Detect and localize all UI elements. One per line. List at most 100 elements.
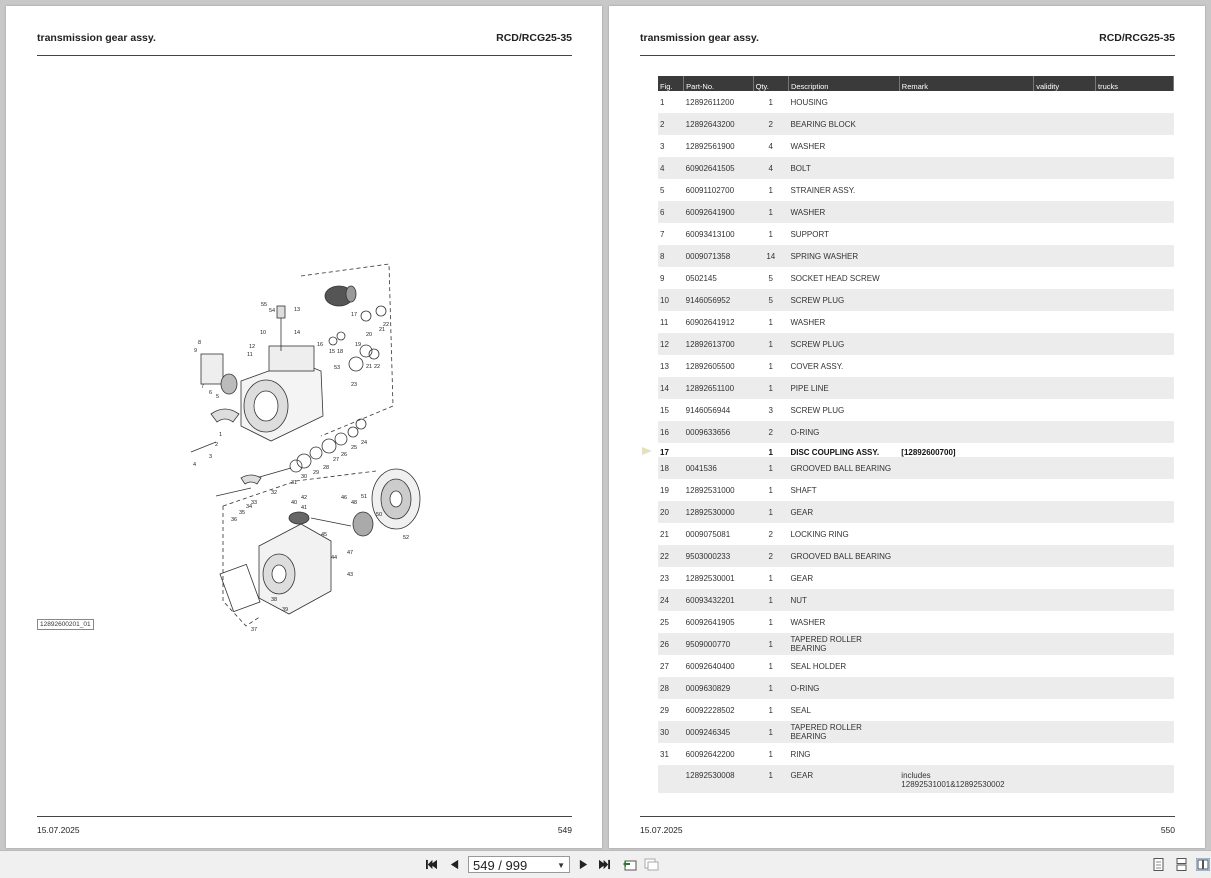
cell-trk bbox=[1095, 743, 1173, 765]
cell-val bbox=[1034, 523, 1096, 545]
cell-trk bbox=[1095, 113, 1174, 135]
svg-text:30: 30 bbox=[301, 474, 307, 480]
cell-trk bbox=[1095, 91, 1173, 113]
cell-trk bbox=[1095, 633, 1174, 655]
cell-rem bbox=[899, 421, 1034, 443]
cell-qty: 5 bbox=[768, 273, 773, 283]
cell-qty: 4 bbox=[753, 157, 789, 179]
cell-part: 60093413100 bbox=[685, 229, 735, 239]
next-page-icon[interactable] bbox=[578, 858, 589, 871]
last-page-icon[interactable] bbox=[599, 858, 610, 871]
single-page-view-icon[interactable] bbox=[1153, 858, 1164, 871]
cell-part: 0009633656 bbox=[683, 421, 754, 443]
cell-val bbox=[1033, 633, 1096, 655]
cell-rem bbox=[899, 457, 1034, 479]
cell-val bbox=[1034, 699, 1096, 721]
cell-val bbox=[1033, 589, 1096, 611]
cell-val bbox=[1034, 267, 1096, 289]
cell-qty: 14 bbox=[753, 245, 789, 267]
cell-part: 12892613700 bbox=[683, 333, 754, 355]
cell-desc: SCREW PLUG bbox=[790, 405, 845, 415]
cell-trk bbox=[1095, 567, 1173, 589]
cell-part: 12892561900 bbox=[685, 141, 735, 151]
cell-desc: TAPERED ROLLER BEARING bbox=[788, 633, 900, 655]
cell-qty: 1 bbox=[768, 361, 773, 371]
cell-trk bbox=[1095, 589, 1174, 611]
cell-trk bbox=[1095, 157, 1174, 179]
svg-text:42: 42 bbox=[301, 495, 307, 501]
svg-text:24: 24 bbox=[361, 440, 367, 446]
cell-val bbox=[1034, 479, 1096, 501]
cell-trk bbox=[1095, 677, 1174, 699]
cell-fig: 30 bbox=[658, 721, 684, 743]
cell-part: 12892611200 bbox=[685, 97, 735, 107]
cell-fig: 25 bbox=[660, 617, 669, 627]
current-row-marker-icon bbox=[642, 447, 652, 455]
cell-fig: 29 bbox=[660, 705, 669, 715]
cell-desc: SOCKET HEAD SCREW bbox=[790, 273, 880, 283]
chevron-down-icon: ▼ bbox=[557, 861, 565, 870]
left-footer-date: 15.07.2025 bbox=[37, 825, 80, 835]
cell-qty: 1 bbox=[768, 97, 773, 107]
svg-text:34: 34 bbox=[246, 504, 252, 510]
cell-rem bbox=[899, 545, 1034, 567]
cell-desc: SUPPORT bbox=[790, 229, 829, 239]
cell-qty: 1 bbox=[768, 617, 773, 627]
svg-text:16: 16 bbox=[317, 342, 323, 348]
cell-rem bbox=[899, 113, 1034, 135]
cell-qty: 1 bbox=[753, 501, 789, 523]
cell-desc: DISC COUPLING ASSY. bbox=[790, 448, 880, 457]
svg-text:52: 52 bbox=[403, 535, 409, 541]
cell-part: 60091102700 bbox=[685, 185, 735, 195]
back-view-icon[interactable] bbox=[622, 858, 637, 871]
svg-text:27: 27 bbox=[333, 457, 339, 463]
cell-trk bbox=[1095, 179, 1173, 201]
left-page: transmission gear assy. RCD/RCG25-35 bbox=[6, 6, 602, 848]
cell-qty: 1 bbox=[753, 377, 789, 399]
left-header-model: RCD/RCG25-35 bbox=[496, 32, 572, 44]
cell-desc: BOLT bbox=[788, 157, 900, 179]
cell-rem bbox=[899, 157, 1034, 179]
cell-qty: 1 bbox=[753, 765, 789, 793]
cell-part: 12892605500 bbox=[685, 361, 735, 371]
cell-val bbox=[1033, 201, 1096, 223]
cell-rem bbox=[899, 501, 1034, 523]
svg-text:21: 21 bbox=[366, 364, 372, 370]
svg-text:8: 8 bbox=[198, 340, 201, 346]
cell-fig: 19 bbox=[660, 485, 669, 495]
svg-text:29: 29 bbox=[313, 470, 319, 476]
cell-val bbox=[1033, 501, 1096, 523]
previous-page-icon[interactable] bbox=[449, 858, 460, 871]
cell-qty: 2 bbox=[753, 421, 789, 443]
cell-desc: WASHER bbox=[790, 317, 826, 327]
svg-text:13: 13 bbox=[294, 307, 300, 313]
svg-text:40: 40 bbox=[291, 500, 297, 506]
cell-part: 12892643200 bbox=[683, 113, 754, 135]
cell-part: 0009630829 bbox=[683, 677, 754, 699]
cell-qty: 1 bbox=[753, 589, 789, 611]
continuous-view-icon[interactable] bbox=[1176, 858, 1187, 871]
cell-val bbox=[1034, 355, 1096, 377]
cell-fig: 31 bbox=[660, 749, 669, 759]
svg-text:45: 45 bbox=[321, 532, 327, 538]
page-number-select[interactable]: 549 / 999 ▼ bbox=[468, 856, 570, 873]
two-page-view-icon[interactable] bbox=[1196, 858, 1210, 871]
cell-part: 12892530000 bbox=[683, 501, 754, 523]
cell-part: 60902641505 bbox=[683, 157, 754, 179]
first-page-icon[interactable] bbox=[426, 858, 437, 871]
cell-trk bbox=[1095, 721, 1174, 743]
cell-qty: 1 bbox=[768, 229, 773, 239]
forward-view-icon[interactable] bbox=[644, 858, 659, 871]
left-footer-page: 549 bbox=[557, 825, 572, 835]
cell-part: 9146056944 bbox=[685, 405, 731, 415]
svg-text:28: 28 bbox=[323, 465, 329, 471]
cell-desc: GEAR bbox=[788, 501, 900, 523]
